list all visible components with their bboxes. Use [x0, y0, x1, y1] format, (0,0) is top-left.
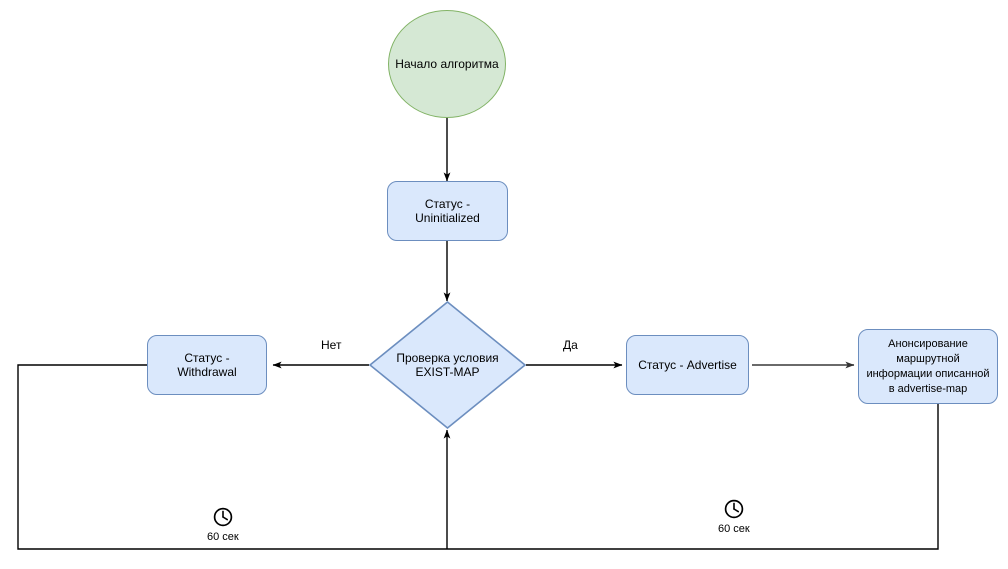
node-decision-label-line1: Проверка условия [396, 351, 499, 365]
timer-left-label: 60 сек [207, 531, 239, 543]
edge-announce-feedback-loop [447, 404, 939, 550]
node-start-terminator[interactable]: Начало алгоритма [388, 10, 506, 118]
node-announce-route-info[interactable]: Анонсирование маршрутной информации опис… [858, 329, 998, 404]
edge-label-yes: Да [560, 338, 581, 352]
diamond-shape [369, 301, 526, 429]
node-status-advertise-label: Статус - Advertise [638, 358, 737, 372]
node-announce-label-line3: информации описанной [866, 367, 990, 380]
node-start-label: Начало алгоритма [395, 57, 499, 71]
node-decision-label-line2: EXIST-MAP [415, 365, 480, 379]
edge-label-no: Нет [318, 338, 345, 352]
node-decision-exist-map[interactable]: Проверка условия EXIST-MAP [369, 301, 526, 429]
node-status-withdrawal-label: Статус - Withdrawal [177, 351, 237, 379]
node-announce-text: Анонсирование маршрутной информации опис… [865, 337, 991, 397]
node-announce-label-line4: в advertise-map [888, 382, 968, 395]
node-announce-label-line1: Анонсирование [888, 337, 968, 350]
node-decision-text: Проверка условия EXIST-MAP [380, 351, 515, 379]
node-announce-label-line2: маршрутной [896, 352, 960, 365]
timer-right: 60 сек [714, 497, 754, 537]
timer-right-label: 60 сек [718, 523, 750, 535]
node-status-uninitialized-label: Статус - Uninitialized [415, 197, 480, 225]
edge-withdrawal-feedback-loop [17, 364, 447, 550]
clock-icon [723, 498, 745, 520]
clock-icon [212, 506, 234, 528]
node-status-uninitialized[interactable]: Статус - Uninitialized [387, 181, 508, 241]
timer-left: 60 сек [203, 505, 243, 545]
node-status-advertise[interactable]: Статус - Advertise [626, 335, 749, 395]
node-status-withdrawal[interactable]: Статус - Withdrawal [147, 335, 267, 395]
